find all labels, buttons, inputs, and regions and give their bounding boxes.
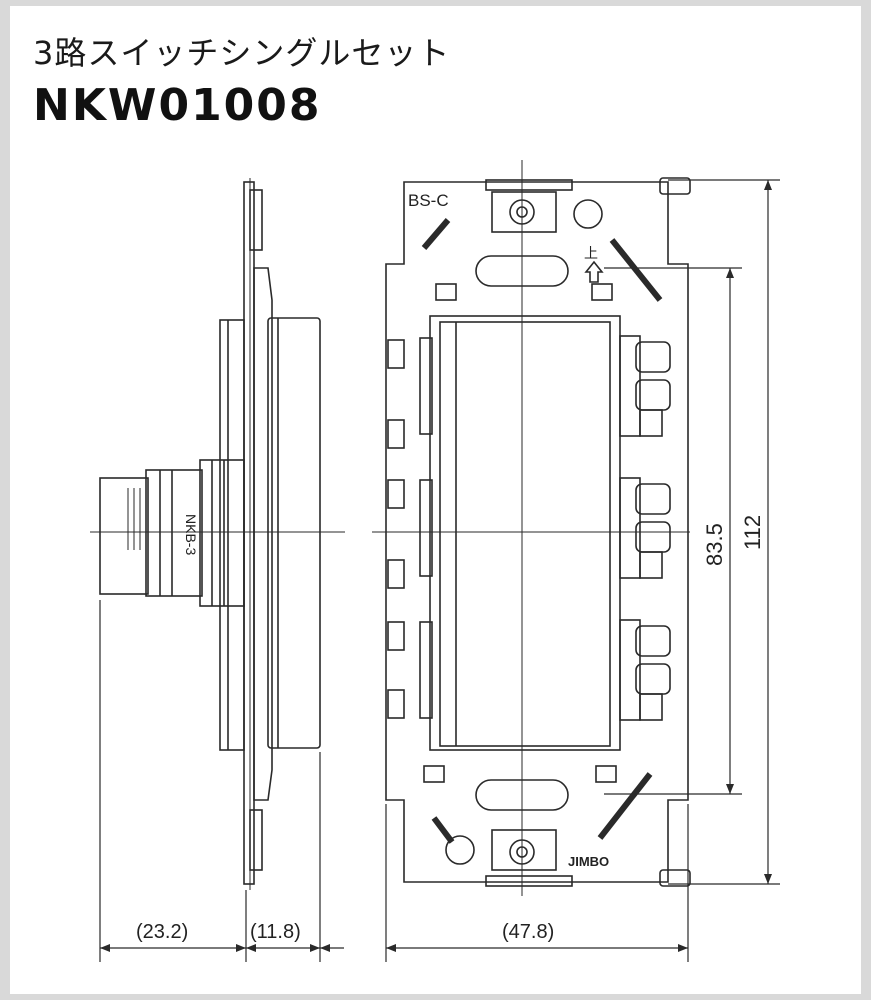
dim-total-height: 112 <box>740 515 765 550</box>
terminal-2 <box>619 477 671 579</box>
drawing-frame <box>10 6 861 994</box>
dimension-lines <box>99 179 780 962</box>
up-mark: 上 <box>584 245 598 261</box>
terminal-3 <box>619 619 671 721</box>
model-number: NKW01008 <box>33 80 322 131</box>
side-view <box>99 181 321 885</box>
product-title: 3路スイッチシングルセット <box>33 34 451 72</box>
dim-depth-back: (23.2) <box>136 921 188 943</box>
dimension-arrows <box>100 180 772 952</box>
dim-depth-front: (11.8) <box>250 921 301 943</box>
dim-inner-height: 83.5 <box>702 523 727 566</box>
brand-mark: JIMBO <box>568 854 609 869</box>
frame-mark: BS-C <box>408 191 449 210</box>
dim-width: (47.8) <box>502 921 554 943</box>
terminal-1 <box>619 335 671 437</box>
module-mark: NKB-3 <box>183 514 199 555</box>
